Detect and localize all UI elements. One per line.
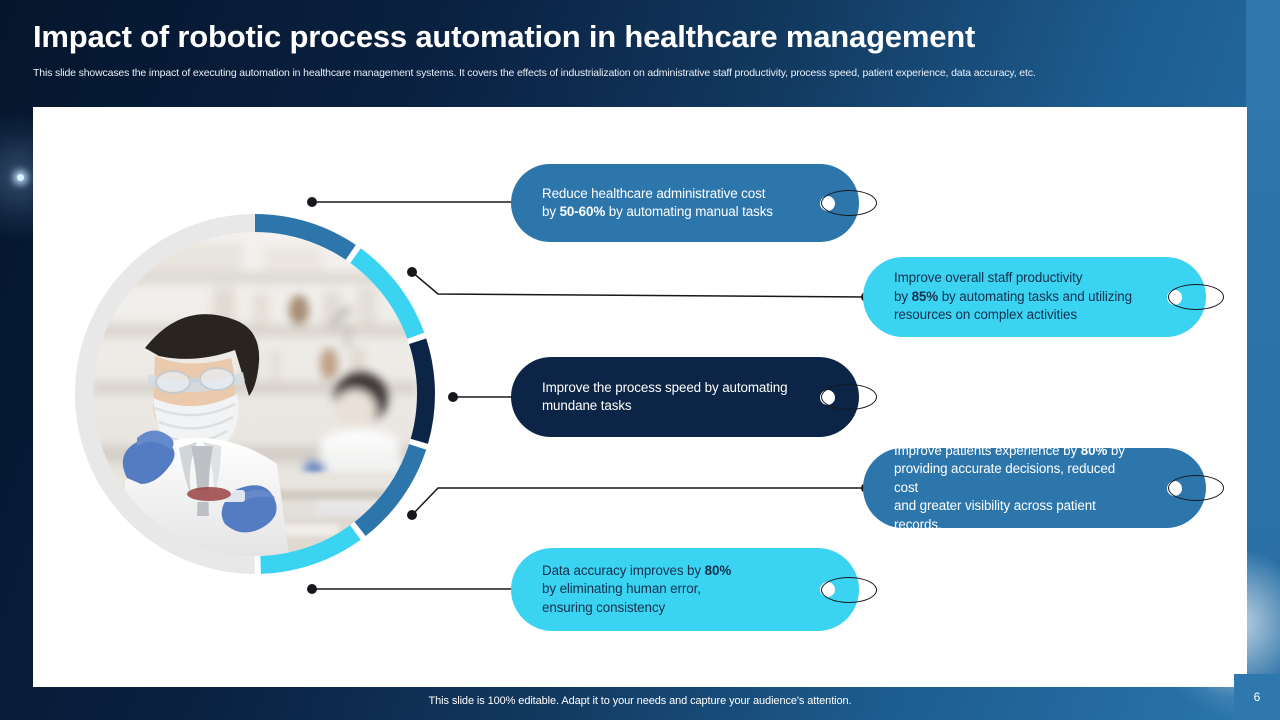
callout-accuracy-loop-icon: [821, 576, 877, 603]
donut-chart: [65, 204, 445, 584]
callout-experience-text: Improve patients experience by 80% by pr…: [863, 442, 1206, 535]
connector-dot-3-start: [448, 392, 458, 402]
callout-speed[interactable]: Improve the process speed by automating …: [511, 357, 877, 437]
callout-cost-line-1: Reduce healthcare administrative cost: [542, 185, 766, 201]
connector-line-2: [411, 271, 867, 298]
callout-productivity-line-1: Improve overall staff productivity: [894, 270, 1083, 286]
callout-experience-line-1: Improve patients experience by 80% by: [894, 442, 1125, 458]
callout-speed-loop-icon: [821, 384, 877, 410]
slide-header: Impact of robotic process automation in …: [33, 19, 1233, 80]
callout-experience[interactable]: Improve patients experience by 80% by pr…: [863, 443, 1224, 532]
callout-productivity-line-3: resources on complex activities: [894, 307, 1077, 323]
laboratory-photo-illustration: [93, 232, 417, 556]
callout-speed-line-1: Improve the process speed by automating: [542, 379, 788, 395]
callout-cost-loop-icon: [821, 190, 877, 216]
callout-experience-line-2: providing accurate decisions, reduced co…: [894, 461, 1116, 495]
connector-dot-5-start: [307, 584, 317, 594]
slide-subtitle: This slide showcases the impact of execu…: [33, 66, 1036, 79]
callout-speed-line-2: mundane tasks: [542, 398, 632, 413]
callout-cost[interactable]: Reduce healthcare administrative cost by…: [511, 164, 877, 242]
callout-productivity-line-2: by 85% by automating tasks and utilizing: [894, 288, 1132, 304]
donut-segment-1: [75, 214, 435, 574]
callout-speed-text: Improve the process speed by automating …: [511, 379, 857, 416]
donut-segment-3: [75, 214, 435, 574]
callout-accuracy[interactable]: Data accuracy improves by 80% by elimina…: [511, 548, 877, 631]
content-card: Reduce healthcare administrative cost by…: [33, 107, 1247, 687]
donut-ring-svg: [75, 214, 435, 574]
callout-accuracy-text: Data accuracy improves by 80% by elimina…: [511, 562, 801, 618]
callout-productivity[interactable]: Improve overall staff productivity by 85…: [863, 257, 1224, 337]
laboratory-photo: [93, 232, 417, 556]
callout-accuracy-line-3: ensuring consistency: [542, 599, 666, 615]
callout-accuracy-line-1: Data accuracy improves by 80%: [542, 562, 732, 578]
callout-productivity-text: Improve overall staff productivity by 85…: [863, 269, 1202, 325]
connector-line-4: [411, 487, 866, 516]
footer-note: This slide is 100% editable. Adapt it to…: [428, 695, 852, 707]
callout-productivity-loop-icon: [1168, 284, 1224, 310]
callout-cost-text: Reduce healthcare administrative cost by…: [511, 185, 843, 222]
callout-accuracy-line-2: by eliminating human error,: [542, 581, 701, 597]
page-number-badge: 6: [1234, 674, 1280, 720]
callout-experience-line-3: and greater visibility across patient re…: [894, 498, 1096, 532]
page-title: Impact of robotic process automation in …: [33, 19, 976, 54]
decorative-glow-dot: [17, 174, 24, 181]
right-edge-strip: [1160, 0, 1280, 720]
callout-experience-loop-icon: [1168, 475, 1224, 501]
callout-cost-line-2: by 50-60% by automating manual tasks: [542, 204, 773, 219]
